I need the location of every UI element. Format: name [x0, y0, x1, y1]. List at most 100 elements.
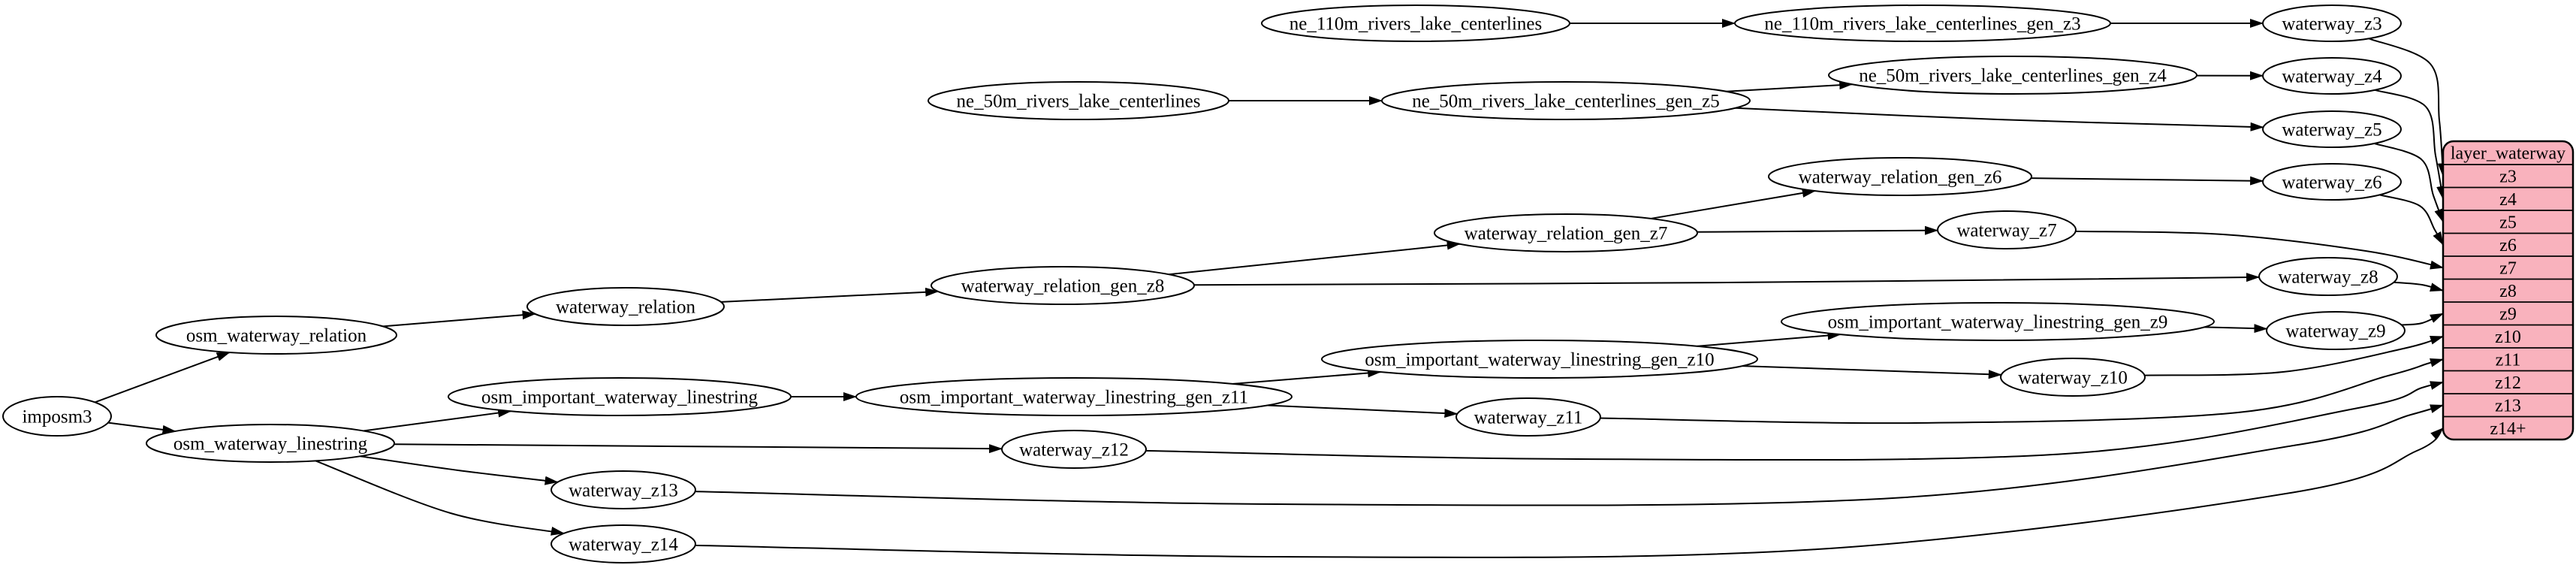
node-label-osm_important_waterway_linestring_gen_z10: osm_important_waterway_linestring_gen_z1… — [1365, 350, 1714, 370]
node-ellipse-osm_important_waterway_linestring_gen_z11 — [855, 377, 1293, 416]
node-ellipse-waterway_z8 — [2258, 257, 2398, 296]
node-ellipse-ne_50m_rivers_lake_centerlines_gen_z5 — [1381, 81, 1751, 120]
edge-osm_waterway_linestring-to-waterway_z14 — [315, 460, 565, 536]
edge-osm_important_waterway_linestring_gen_z11-to-waterway_z11 — [1267, 404, 1458, 418]
node-osm_important_waterway_linestring_gen_z10: osm_important_waterway_linestring_gen_z1… — [1321, 340, 1758, 379]
node-ellipse-waterway_z11 — [1455, 397, 1601, 437]
node-waterway_z10: waterway_z10 — [2000, 358, 2146, 397]
node-label-waterway_relation_gen_z6: waterway_relation_gen_z6 — [1799, 168, 2002, 188]
node-ellipse-waterway_relation_gen_z8 — [931, 266, 1195, 305]
node-ellipse-ne_110m_rivers_lake_centerlines — [1261, 5, 1570, 42]
node-osm_important_waterway_linestring_gen_z11: osm_important_waterway_linestring_gen_z1… — [855, 377, 1293, 416]
node-label-waterway_z10: waterway_z10 — [2018, 368, 2128, 388]
node-ellipse-waterway_relation_gen_z7 — [1434, 213, 1698, 252]
edge-waterway_relation_gen_z8-to-waterway_z8 — [1193, 273, 2261, 286]
edge-imposm3-to-osm_waterway_relation — [94, 352, 231, 403]
node-waterway_z6: waterway_z6 — [2262, 163, 2402, 201]
node-ellipse-ne_50m_rivers_lake_centerlines — [928, 81, 1229, 120]
node-waterway_relation_gen_z8: waterway_relation_gen_z8 — [931, 266, 1195, 305]
edge-waterway_z14-to-row-z14+ — [695, 427, 2444, 558]
node-ellipse-waterway_z5 — [2262, 110, 2402, 148]
edge-osm_waterway_linestring-to-waterway_z12 — [394, 443, 1003, 454]
node-label-waterway_relation_gen_z7: waterway_relation_gen_z7 — [1464, 224, 1668, 244]
table-row-z9: z9 — [2499, 304, 2517, 324]
node-waterway_z13: waterway_z13 — [550, 470, 696, 509]
node-label-ne_50m_rivers_lake_centerlines: ne_50m_rivers_lake_centerlines — [957, 92, 1201, 112]
node-osm_waterway_linestring: osm_waterway_linestring — [146, 424, 395, 463]
edge-osm_waterway_linestring-to-osm_important_waterway_linestring — [363, 408, 512, 432]
edge-imposm3-to-osm_waterway_linestring — [107, 421, 176, 434]
node-label-waterway_z11: waterway_z11 — [1474, 408, 1583, 428]
node-label-waterway_z14: waterway_z14 — [569, 535, 678, 555]
node-ellipse-waterway_z3 — [2262, 5, 2402, 42]
node-label-waterway_z9: waterway_z9 — [2285, 322, 2385, 342]
node-label-waterway_z8: waterway_z8 — [2278, 267, 2378, 288]
edge-waterway_z10-to-row-z10 — [2144, 335, 2444, 376]
node-ellipse-ne_50m_rivers_lake_centerlines_gen_z4 — [1828, 56, 2197, 95]
edge-waterway_relation-to-waterway_relation_gen_z8 — [720, 287, 940, 303]
node-ellipse-waterway_z14 — [550, 524, 696, 563]
table-layer-waterway: layer_waterwayz3z4z5z6z7z8z9z10z11z12z13… — [2442, 140, 2574, 441]
table-row-z13: z13 — [2495, 396, 2521, 415]
node-label-ne_110m_rivers_lake_centerlines: ne_110m_rivers_lake_centerlines — [1290, 14, 1542, 35]
edge-osm_important_waterway_linestring_gen_z10-to-waterway_z10 — [1742, 365, 2002, 379]
edge-osm_important_waterway_linestring_gen_z10-to-osm_important_waterway_linestring_gen_z9 — [1697, 331, 1842, 347]
node-osm_important_waterway_linestring_gen_z9: osm_important_waterway_linestring_gen_z9 — [1781, 302, 2215, 341]
node-label-waterway_z13: waterway_z13 — [569, 481, 678, 501]
edge-ne_50m_rivers_lake_centerlines_gen_z5-to-ne_50m_rivers_lake_centerlines_gen_z4 — [1726, 80, 1854, 92]
node-label-osm_important_waterway_linestring: osm_important_waterway_linestring — [481, 388, 758, 408]
edge-waterway_z13-to-row-z13 — [695, 404, 2444, 506]
node-label-ne_50m_rivers_lake_centerlines_gen_z5: ne_50m_rivers_lake_centerlines_gen_z5 — [1412, 92, 1720, 112]
node-waterway_relation_gen_z6: waterway_relation_gen_z6 — [1768, 157, 2032, 196]
node-label-waterway_z3: waterway_z3 — [2282, 14, 2381, 35]
table-title: layer_waterway — [2451, 144, 2565, 164]
edge-waterway_z5-to-row-z5 — [2374, 143, 2444, 223]
node-ne_50m_rivers_lake_centerlines_gen_z4: ne_50m_rivers_lake_centerlines_gen_z4 — [1828, 56, 2197, 95]
edge-osm_waterway_linestring-to-waterway_z13 — [360, 455, 559, 485]
node-waterway_z11: waterway_z11 — [1455, 397, 1601, 437]
table-row-z3: z3 — [2499, 167, 2517, 186]
node-waterway_z4: waterway_z4 — [2262, 57, 2402, 95]
node-ne_50m_rivers_lake_centerlines: ne_50m_rivers_lake_centerlines — [928, 81, 1229, 120]
edge-waterway_z6-to-row-z6 — [2379, 194, 2444, 246]
edge-waterway_z12-to-row-z12 — [1145, 381, 2444, 461]
node-waterway_z14: waterway_z14 — [550, 524, 696, 563]
node-imposm3: imposm3 — [2, 396, 112, 437]
edge-osm_important_waterway_linestring_gen_z9-to-waterway_z9 — [2204, 324, 2268, 334]
edge-osm_important_waterway_linestring_gen_z11-to-osm_important_waterway_linestring_gen_z10 — [1232, 368, 1382, 385]
node-osm_waterway_relation: osm_waterway_relation — [155, 316, 397, 355]
edge-waterway_relation_gen_z8-to-waterway_relation_gen_z7 — [1169, 240, 1461, 276]
edge-osm_waterway_relation-to-waterway_relation — [382, 310, 536, 328]
node-label-osm_waterway_relation: osm_waterway_relation — [186, 326, 367, 346]
node-ellipse-waterway_z12 — [1001, 430, 1147, 469]
node-waterway_z12: waterway_z12 — [1001, 430, 1147, 469]
node-waterway_z8: waterway_z8 — [2258, 257, 2398, 296]
node-ellipse-waterway_z4 — [2262, 57, 2402, 95]
node-ellipse-waterway_z9 — [2266, 311, 2406, 350]
node-waterway_z9: waterway_z9 — [2266, 311, 2406, 350]
node-ellipse-imposm3 — [2, 396, 112, 437]
table-row-z5: z5 — [2499, 213, 2517, 232]
node-osm_important_waterway_linestring: osm_important_waterway_linestring — [448, 377, 792, 416]
node-label-imposm3: imposm3 — [22, 407, 92, 428]
edge-waterway_relation_gen_z7-to-waterway_z7 — [1697, 225, 1939, 235]
node-label-waterway_relation_gen_z8: waterway_relation_gen_z8 — [961, 276, 1165, 297]
node-label-osm_important_waterway_linestring_gen_z9: osm_important_waterway_linestring_gen_z9 — [1828, 313, 2168, 333]
edge-waterway_z7-to-row-z7 — [2075, 230, 2444, 270]
node-waterway_relation: waterway_relation — [526, 287, 725, 326]
edges-layer — [94, 19, 2447, 558]
nodes-layer: imposm3 osm_waterway_relation waterway_rel… — [2, 5, 2406, 563]
node-ellipse-waterway_z7 — [1937, 210, 2077, 249]
node-label-ne_110m_rivers_lake_centerlines_gen_z3: ne_110m_rivers_lake_centerlines_gen_z3 — [1764, 14, 2080, 35]
node-waterway_z3: waterway_z3 — [2262, 5, 2402, 42]
edge-waterway_relation_gen_z7-to-waterway_relation_gen_z6 — [1650, 188, 1816, 219]
table-row-z10: z10 — [2495, 328, 2521, 347]
node-ellipse-waterway_relation_gen_z6 — [1768, 157, 2032, 196]
node-ellipse-waterway_z10 — [2000, 358, 2146, 397]
table-row-z14+: z14+ — [2490, 419, 2526, 439]
table-row-z4: z4 — [2499, 190, 2517, 210]
node-ellipse-osm_waterway_relation — [155, 316, 397, 355]
node-ne_110m_rivers_lake_centerlines: ne_110m_rivers_lake_centerlines — [1261, 5, 1570, 42]
